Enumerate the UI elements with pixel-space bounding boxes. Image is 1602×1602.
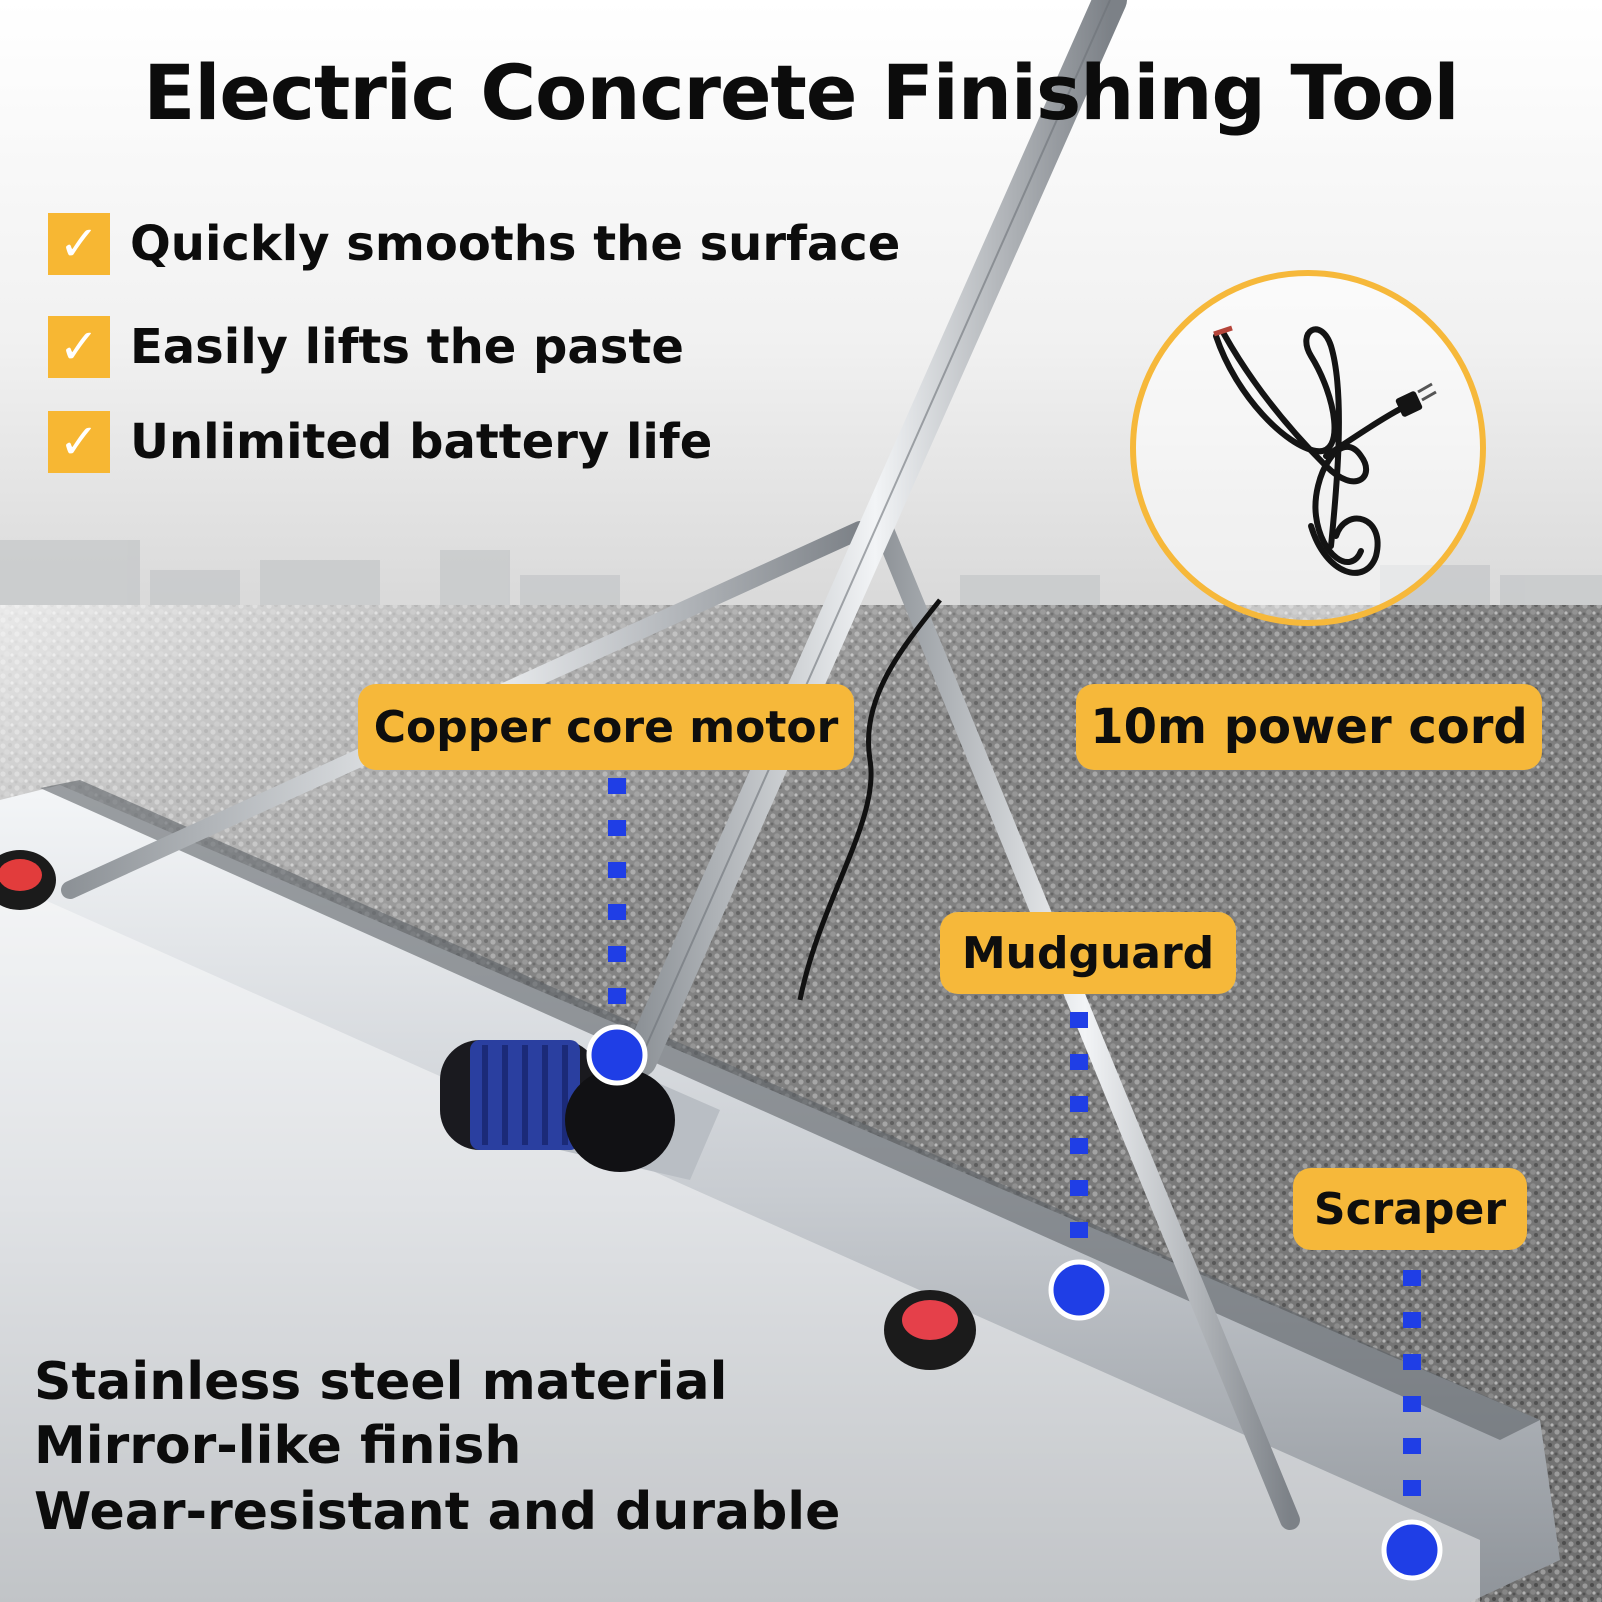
feature-text: Quickly smooths the surface <box>130 216 901 272</box>
feature-text: Unlimited battery life <box>130 414 713 470</box>
label-copper-core-motor: Copper core motor <box>358 684 854 770</box>
feature-item: ✓ Quickly smooths the surface <box>48 212 900 276</box>
page-title: Electric Concrete Finishing Tool <box>143 48 1459 137</box>
label-scraper: Scraper <box>1293 1168 1527 1250</box>
durability-line: Wear-resistant and durable <box>34 1482 841 1542</box>
check-icon: ✓ <box>48 316 110 378</box>
power-cord-icon <box>1213 325 1437 576</box>
check-icon: ✓ <box>48 213 110 275</box>
feature-text: Easily lifts the paste <box>130 319 684 375</box>
finish-line: Mirror-like finish <box>34 1416 522 1476</box>
label-power-cord: 10m power cord <box>1076 684 1542 770</box>
check-icon: ✓ <box>48 411 110 473</box>
label-mudguard: Mudguard <box>940 912 1236 994</box>
feature-item: ✓ Easily lifts the paste <box>48 315 684 379</box>
feature-item: ✓ Unlimited battery life <box>48 410 712 474</box>
power-cord-inset <box>1130 270 1486 626</box>
material-line: Stainless steel material <box>34 1352 728 1412</box>
